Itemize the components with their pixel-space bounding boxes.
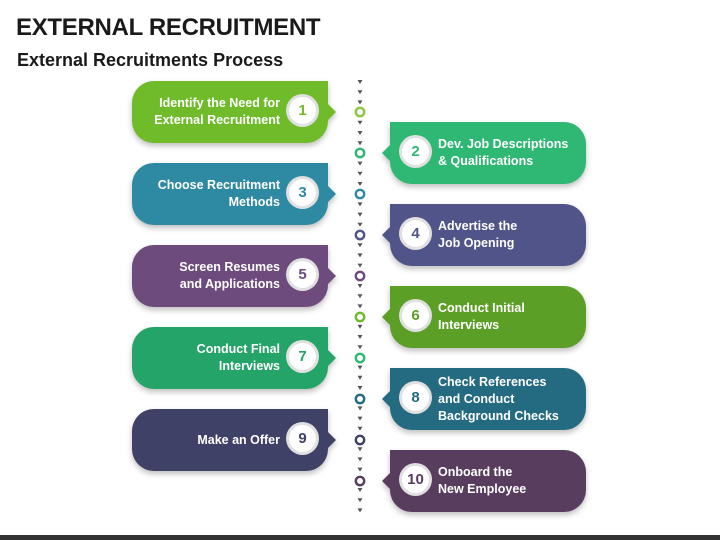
- arrowhead-icon: [357, 222, 363, 227]
- step-number-badge: 6: [399, 299, 432, 332]
- timeline-dot-3: [354, 188, 366, 200]
- step-number-badge: 10: [399, 463, 432, 496]
- step-label: Onboard the New Employee: [438, 465, 527, 496]
- arrowhead-icon: [357, 386, 363, 390]
- page-subtitle: External Recruitments Process: [17, 50, 284, 70]
- step-label: Conduct Final Interviews: [196, 342, 280, 373]
- timeline-dot-4: [354, 229, 366, 241]
- arrowhead-icon: [357, 304, 363, 309]
- step-number-badge: 2: [399, 135, 432, 168]
- step-label: Conduct Initial Interviews: [438, 301, 525, 332]
- arrowhead-icon: [357, 90, 363, 95]
- timeline-dot-2: [354, 147, 366, 159]
- step-number-badge: 4: [399, 217, 432, 250]
- arrowhead-icon: [357, 365, 363, 370]
- timeline-dot-10: [354, 475, 366, 487]
- arrowhead-icon: [357, 161, 363, 166]
- arrowhead-icon: [357, 253, 363, 258]
- arrowhead-icon: [357, 498, 363, 503]
- arrowhead-icon: [357, 467, 363, 472]
- arrowhead-icon: [357, 284, 363, 288]
- arrowhead-icon: [357, 263, 363, 268]
- step-pointer: [382, 391, 390, 407]
- arrowhead-icon: [357, 100, 363, 105]
- bottom-bar: [0, 535, 720, 540]
- arrowhead-icon: [357, 294, 363, 299]
- step-number-badge: 1: [286, 94, 319, 127]
- arrowhead-icon: [357, 416, 363, 421]
- arrowhead-icon: [357, 426, 363, 431]
- step-9: Make an Offer 9: [132, 409, 336, 471]
- timeline-dot-6: [354, 311, 366, 323]
- step-label: Check References and Conduct Background …: [438, 374, 559, 423]
- step-label: Screen Resumes and Applications: [179, 260, 280, 291]
- step-label: Advertise the Job Opening: [438, 219, 518, 250]
- step-pointer: [382, 473, 390, 489]
- step-label: Choose Recruitment Methods: [157, 178, 280, 209]
- arrowhead-icon: [357, 447, 363, 452]
- step-number-badge: 9: [286, 422, 319, 455]
- step-pointer: [382, 309, 390, 325]
- step-pointer: [328, 186, 336, 202]
- step-label: Identify the Need for External Recruitme…: [154, 96, 280, 127]
- arrowhead-icon: [357, 457, 363, 462]
- arrowhead-icon: [357, 131, 363, 135]
- step-pointer: [328, 432, 336, 448]
- step-number-badge: 7: [286, 340, 319, 373]
- arrowhead-icon: [357, 488, 363, 492]
- arrowhead-icon: [357, 171, 363, 176]
- timeline-dot-1: [354, 106, 366, 118]
- step-number-badge: 5: [286, 258, 319, 291]
- timeline-dot-9: [354, 434, 366, 446]
- step-pointer: [328, 268, 336, 284]
- step-8: Check References and Conduct Background …: [382, 368, 586, 430]
- page-title: EXTERNAL RECRUITMENT: [16, 14, 321, 41]
- arrowhead-icon: [357, 324, 363, 329]
- arrowhead-icon: [357, 345, 363, 350]
- arrowhead-icon: [357, 141, 363, 146]
- step-number-badge: 3: [286, 176, 319, 209]
- step-label: Make an Offer: [197, 432, 280, 447]
- arrowhead-icon: [357, 508, 363, 513]
- step-pointer: [382, 145, 390, 161]
- arrowhead-icon: [357, 120, 363, 125]
- step-label: Dev. Job Descriptions & Qualifications: [438, 137, 569, 168]
- step-number-badge: 8: [399, 381, 432, 414]
- arrowhead-icon: [357, 335, 363, 339]
- step-pointer: [328, 350, 336, 366]
- arrowhead-icon: [357, 182, 363, 186]
- arrowhead-icon: [357, 202, 363, 207]
- step-1: Identify the Need for External Recruitme…: [132, 81, 336, 143]
- timeline-dot-5: [354, 270, 366, 282]
- timeline-dot-8: [354, 393, 366, 405]
- step-pointer: [328, 104, 336, 120]
- arrowhead-icon: [357, 212, 363, 217]
- step-pointer: [382, 227, 390, 243]
- arrowhead-icon: [357, 80, 363, 84]
- arrowhead-icon: [357, 406, 363, 411]
- arrowhead-icon: [357, 243, 363, 248]
- arrowhead-icon: [357, 375, 363, 380]
- timeline-dot-7: [354, 352, 366, 364]
